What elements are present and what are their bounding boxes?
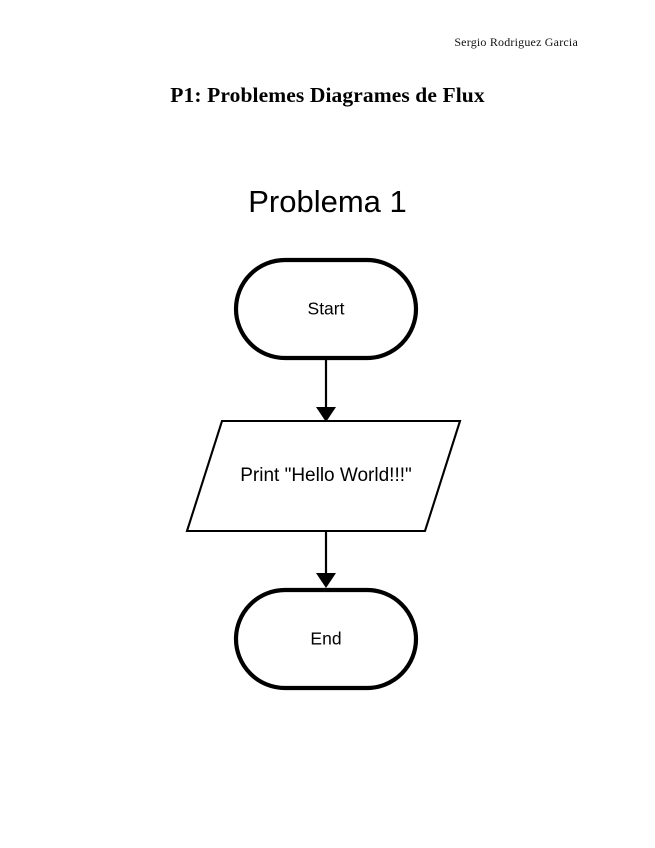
terminator-shape-end — [233, 587, 419, 691]
arrowhead-down-icon — [316, 407, 336, 422]
parallelogram-shape-print — [185, 419, 462, 533]
terminator-shape-start — [233, 257, 419, 361]
flowchart-canvas: Start Print "Hello World!!!" End — [0, 250, 655, 700]
arrowhead-down-icon — [316, 573, 336, 588]
flowchart-node-print-label: Print "Hello World!!!" — [240, 465, 412, 486]
diagram-heading: Problema 1 — [248, 184, 407, 219]
page-title: P1: Problemes Diagrames de Flux — [170, 83, 485, 107]
flowchart-node-start-label: Start — [308, 299, 345, 319]
flowchart-node-end-label: End — [310, 629, 341, 649]
flowchart-edge-start-to-print — [316, 360, 336, 422]
flowchart-edge-print-to-end — [316, 531, 336, 588]
flowchart-node-start[interactable]: Start — [233, 257, 419, 361]
flowchart-node-end[interactable]: End — [233, 587, 419, 691]
flowchart-node-print[interactable]: Print "Hello World!!!" — [185, 419, 462, 533]
author-header: Sergio Rodriguez Garcia — [454, 35, 578, 49]
